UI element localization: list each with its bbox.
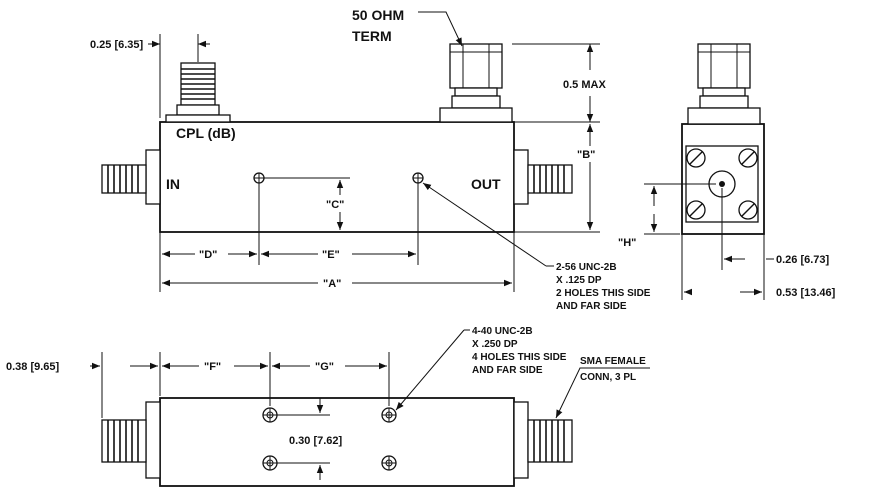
dim-d: "D" bbox=[199, 249, 217, 261]
top-body bbox=[159, 121, 515, 233]
cpl-connector bbox=[165, 62, 231, 123]
note-256-line3: 2 HOLES THIS SIDE bbox=[556, 288, 651, 299]
note-440-line2: X .250 DP bbox=[472, 339, 518, 350]
note-440-line1: 4-40 UNC-2B bbox=[472, 326, 533, 337]
dim-053: 0.53 [13.46] bbox=[776, 287, 836, 299]
hole-440-bl bbox=[262, 455, 278, 471]
dim-025: 0.25 [6.35] bbox=[90, 39, 144, 51]
hole-440-tl bbox=[262, 407, 278, 423]
note-256-line4: AND FAR SIDE bbox=[556, 301, 627, 312]
dim-b: "B" bbox=[577, 149, 595, 161]
in-connector bbox=[101, 149, 161, 205]
note-440-line3: 4 HOLES THIS SIDE bbox=[472, 352, 567, 363]
hole-256-right bbox=[412, 172, 424, 184]
term-label-line1: 50 OHM bbox=[352, 7, 404, 23]
note-sma-line1: SMA FEMALE bbox=[580, 356, 646, 367]
note-sma-line2: CONN, 3 PL bbox=[580, 372, 636, 383]
dim-h: "H" bbox=[618, 237, 636, 249]
top-view: CPL (dB) IN OUT 50 OHM TERM 0.25 [6.35] … bbox=[90, 7, 651, 312]
dim-g: "G" bbox=[315, 361, 334, 373]
flange-screws bbox=[686, 148, 758, 220]
note-256-line2: X .125 DP bbox=[556, 275, 602, 286]
dim-038: 0.38 [9.65] bbox=[6, 361, 60, 373]
cpl-label: CPL (dB) bbox=[176, 125, 236, 141]
dim-f: "F" bbox=[204, 361, 221, 373]
term-connector bbox=[439, 43, 513, 123]
dim-a: "A" bbox=[323, 278, 341, 290]
dim-c: "C" bbox=[326, 199, 344, 211]
end-view: "H" 0.26 [6.73] 0.53 [13.46] bbox=[618, 43, 836, 300]
bottom-body bbox=[159, 397, 515, 487]
dim-05max: 0.5 MAX bbox=[563, 79, 606, 91]
out-connector bbox=[513, 149, 573, 205]
term-label-line2: TERM bbox=[352, 28, 392, 44]
hole-440-br bbox=[381, 455, 397, 471]
note-256-line1: 2-56 UNC-2B bbox=[556, 262, 617, 273]
in-label: IN bbox=[166, 176, 180, 192]
dim-e: "E" bbox=[322, 249, 340, 261]
hole-440-tr bbox=[381, 407, 397, 423]
out-label: OUT bbox=[471, 176, 501, 192]
hole-256-left bbox=[253, 172, 265, 184]
dim-026: 0.26 [6.73] bbox=[776, 254, 830, 266]
note-440-line4: AND FAR SIDE bbox=[472, 365, 543, 376]
bottom-view: 0.38 [9.65] "F" "G" 0.30 [7.62] 4-40 UNC… bbox=[6, 326, 650, 487]
dim-030: 0.30 [7.62] bbox=[289, 435, 343, 447]
